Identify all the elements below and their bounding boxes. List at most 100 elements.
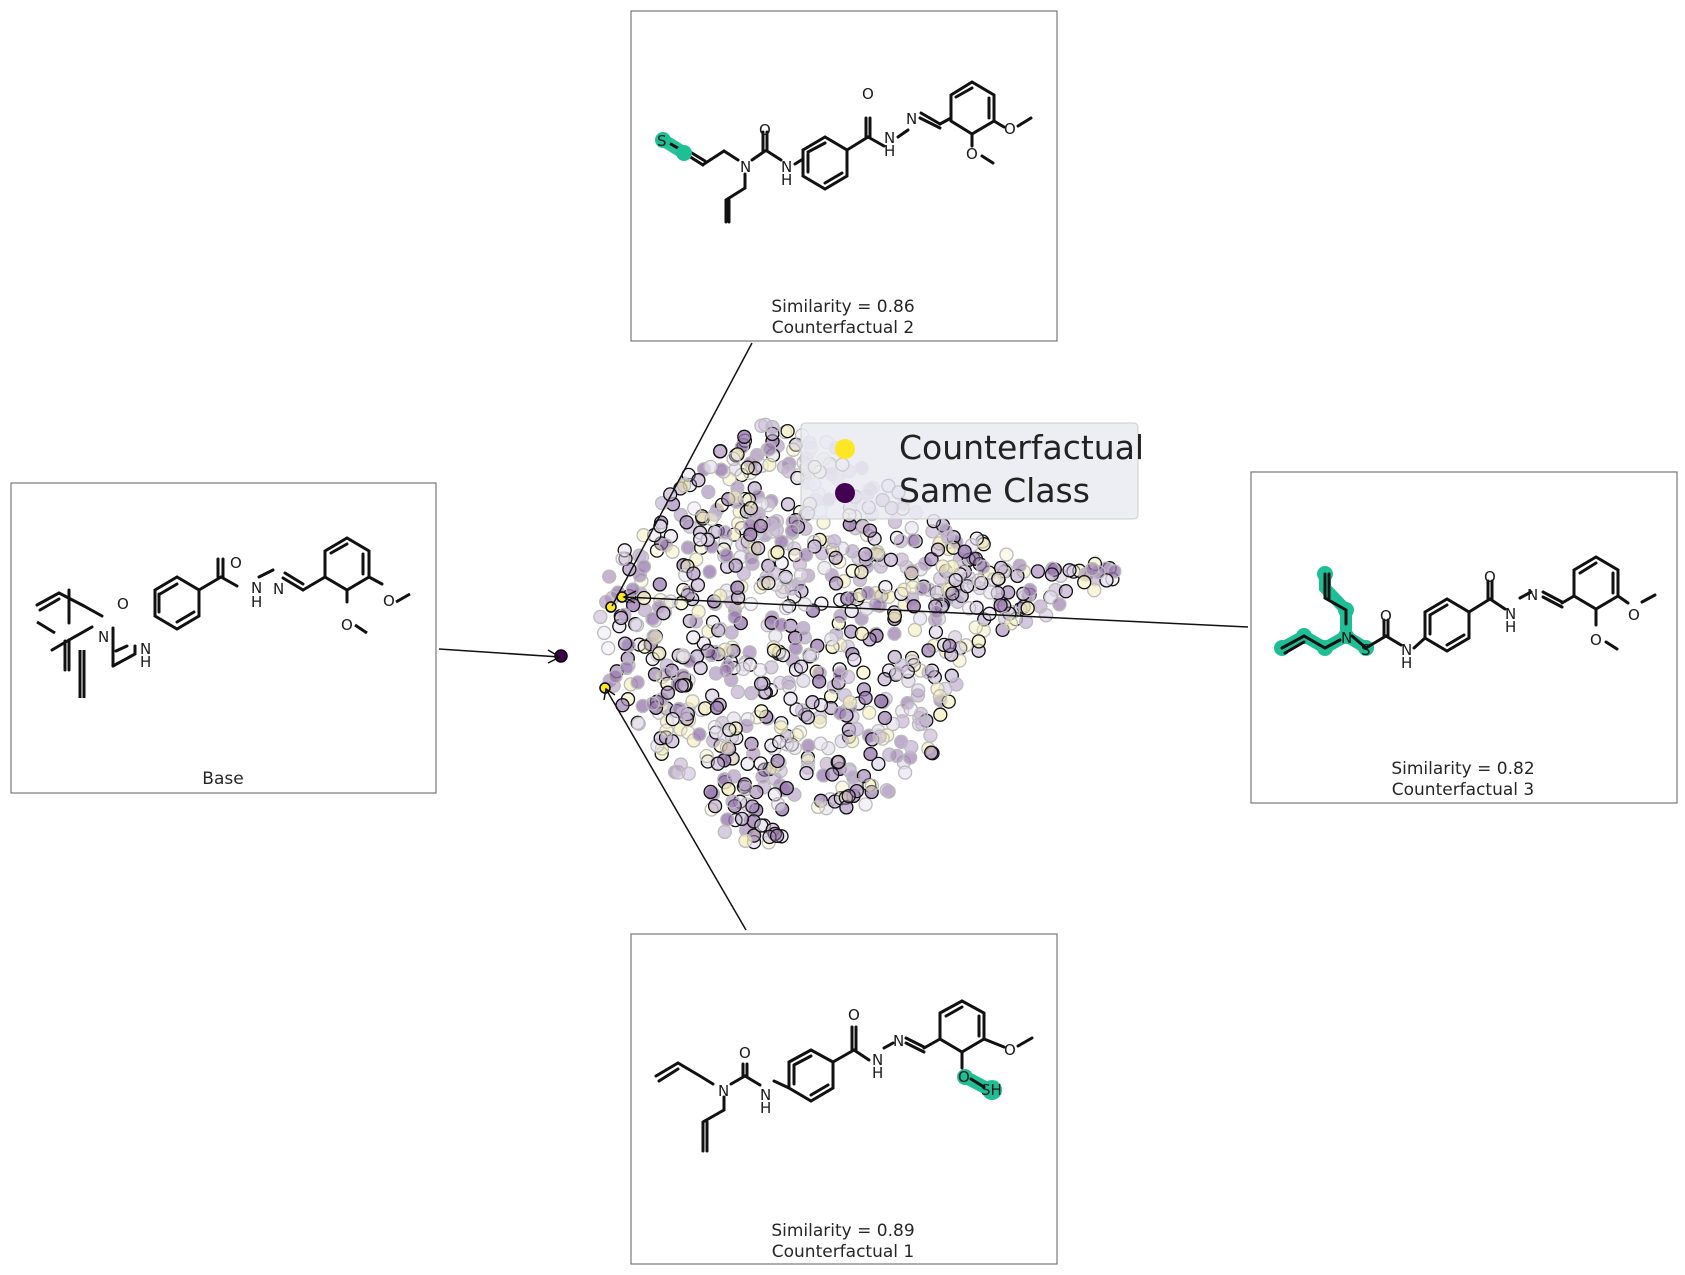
- scatter-point: [915, 716, 930, 731]
- scatter-point: [753, 580, 768, 595]
- scatter-point: [887, 626, 902, 641]
- scatter-point: [686, 630, 701, 645]
- scatter-point: [874, 694, 889, 709]
- scatter-point: [692, 727, 707, 742]
- scatter-point: [601, 641, 616, 656]
- scatter-point: [727, 490, 743, 505]
- scatter-point: [703, 784, 718, 800]
- scatter-point: [863, 746, 878, 762]
- scatter-point: [766, 643, 782, 658]
- cf2-molecule-labels: S N O N H O N H N O O: [657, 85, 1016, 189]
- scatter-point: [883, 552, 899, 567]
- scatter-point: [868, 597, 883, 612]
- scatter-point: [948, 572, 963, 588]
- scatter-point: [710, 756, 726, 771]
- scatter-point: [1003, 616, 1019, 631]
- svg-text:N: N: [740, 158, 751, 176]
- scatter-point: [870, 545, 885, 560]
- legend-counterfactual-marker: [835, 439, 855, 459]
- svg-text:N: N: [884, 129, 895, 147]
- scatter-point: [841, 788, 856, 804]
- scatter-point: [737, 429, 752, 444]
- base-connector: [438, 648, 561, 658]
- scatter-point: [713, 622, 728, 637]
- scatter-point: [887, 608, 903, 624]
- scatter-point: [904, 739, 919, 755]
- scatter-point: [617, 636, 633, 651]
- scatter-point: [800, 710, 816, 725]
- scatter-point: [844, 603, 859, 619]
- scatter-point: [743, 527, 758, 542]
- scatter-point: [999, 547, 1014, 562]
- scatter-point: [703, 459, 718, 475]
- scatter-point: [659, 723, 674, 738]
- scatter-point: [724, 625, 739, 640]
- scatter-point: [800, 760, 816, 775]
- scatter-point: [812, 674, 827, 689]
- scatter-point: [764, 660, 779, 675]
- scatter-point: [762, 457, 777, 472]
- scatter-point: [712, 444, 728, 459]
- scatter-point: [745, 556, 760, 571]
- scatter-point: [1012, 558, 1027, 573]
- scatter-point: [679, 515, 694, 530]
- scatter-point: [625, 597, 641, 613]
- scatter-point: [921, 665, 936, 680]
- scatter-point: [725, 794, 740, 809]
- scatter-point: [932, 689, 948, 704]
- scatter-point: [619, 660, 634, 676]
- embedding-scatter: [593, 417, 1122, 850]
- svg-text:O: O: [1004, 120, 1016, 138]
- scatter-point: [910, 688, 926, 703]
- scatter-point: [727, 609, 743, 625]
- cf1-connector: [605, 688, 747, 931]
- scatter-point: [805, 695, 820, 710]
- scatter-point: [660, 685, 676, 700]
- svg-text:N: N: [1505, 605, 1516, 623]
- svg-text:O: O: [966, 145, 978, 163]
- scatter-point: [718, 663, 733, 678]
- scatter-point: [894, 658, 910, 673]
- scatter-point: [958, 638, 974, 653]
- scatter-point: [824, 632, 839, 647]
- scatter-point: [653, 519, 668, 534]
- svg-text:N: N: [781, 158, 792, 176]
- scatter-point: [843, 590, 859, 606]
- scatter-point: [658, 667, 673, 682]
- svg-text:O: O: [958, 1068, 970, 1086]
- scatter-point: [959, 579, 975, 594]
- scatter-point: [1030, 564, 1046, 579]
- cf2-similarity: Similarity = 0.86: [771, 297, 914, 317]
- scatter-point: [738, 833, 753, 848]
- base-molecule-tail: [36, 592, 411, 698]
- scatter-point: [1038, 608, 1054, 623]
- scatter-point: [940, 530, 956, 545]
- scatter-point: [783, 691, 798, 706]
- scatter-point: [993, 598, 1008, 613]
- scatter-point: [796, 673, 811, 688]
- scatter-point: [789, 728, 804, 743]
- scatter-point: [945, 586, 960, 601]
- scatter-point: [860, 585, 875, 601]
- scatter-point: [879, 783, 894, 798]
- scatter-point: [693, 660, 708, 676]
- scatter-point: [707, 719, 723, 735]
- scatter-point: [770, 545, 785, 560]
- svg-text:O: O: [1628, 606, 1640, 624]
- scatter-point: [629, 617, 645, 633]
- scatter-point: [779, 600, 794, 616]
- scatter-point: [743, 501, 758, 516]
- scatter-point: [906, 533, 921, 548]
- svg-text:H: H: [884, 142, 895, 160]
- scatter-point: [928, 624, 944, 640]
- scatter-point: [735, 537, 750, 552]
- cf3-molecule-labels: N S O N H O N H N O O: [1341, 568, 1640, 672]
- base-caption: Base: [202, 769, 243, 789]
- scatter-point: [681, 584, 696, 600]
- scatter-point: [773, 720, 789, 735]
- scatter-point: [865, 732, 880, 747]
- cf1-molecule: [654, 999, 1034, 1153]
- scatter-point: [719, 548, 734, 563]
- svg-text:S: S: [1361, 641, 1371, 659]
